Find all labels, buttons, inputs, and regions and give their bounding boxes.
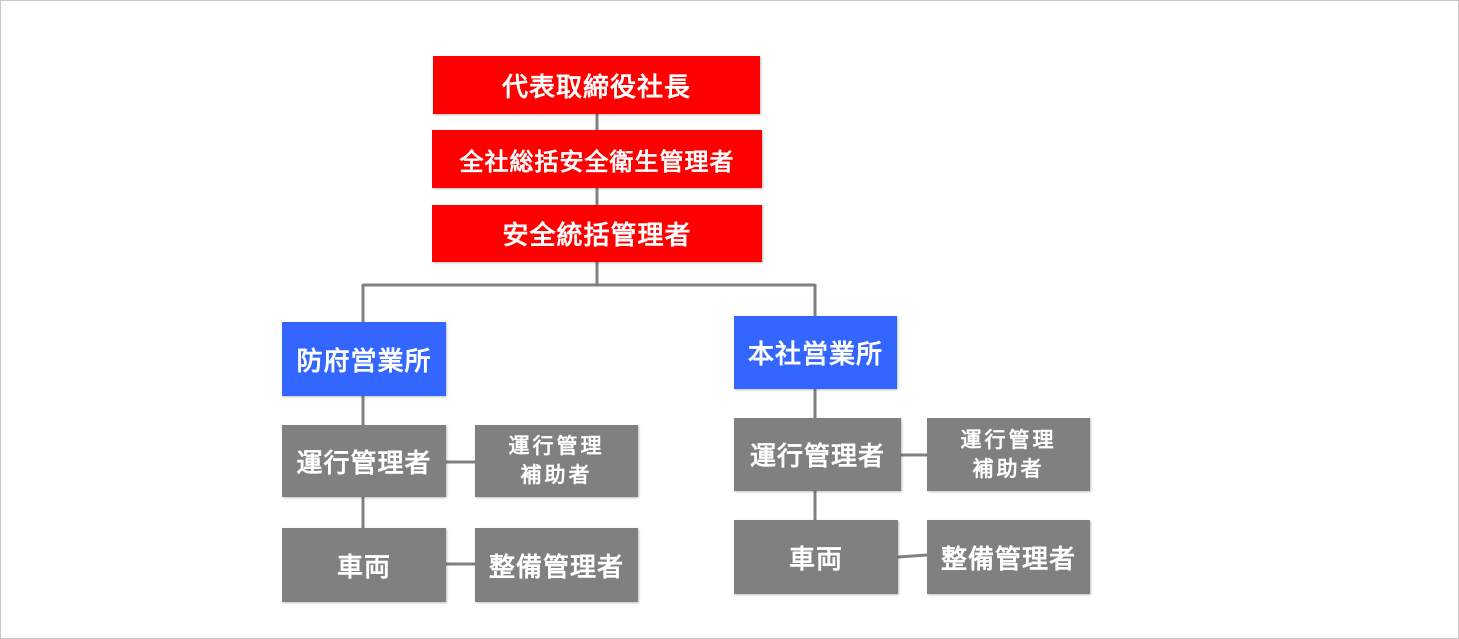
head-operations-manager-label: 運行管理者 [749,442,885,472]
hofu-vehicles-box: 車両 [282,528,446,602]
head-operations-manager-box: 運行管理者 [734,418,901,491]
hofu-operations-assistant-label: 運行管理 補助者 [508,434,605,487]
head-office-box: 本社営業所 [734,316,897,389]
president-label: 代表取締役社長 [501,72,691,103]
hofu-operations-manager-box: 運行管理者 [282,425,446,497]
president-box: 代表取締役社長 [433,56,760,114]
hofu-office-box: 防府営業所 [282,322,446,396]
hofu-office-label: 防府営業所 [296,346,432,377]
connector-head-vehicle-to-maint [897,553,928,559]
head-operations-assistant-box: 運行管理 補助者 [927,418,1090,491]
head-vehicles-label: 車両 [788,544,843,575]
safety-health-manager-label: 全社総括安全衛生管理者 [459,147,735,176]
head-office-label: 本社営業所 [747,340,883,370]
head-maintenance-manager-label: 整備管理者 [940,544,1076,575]
head-vehicles-box: 車両 [734,520,898,594]
head-maintenance-manager-box: 整備管理者 [927,520,1090,594]
hofu-maintenance-manager-box: 整備管理者 [475,528,638,602]
hofu-operations-manager-label: 運行管理者 [296,448,432,479]
hofu-vehicles-label: 車両 [336,552,391,583]
hofu-maintenance-manager-label: 整備管理者 [488,552,624,583]
hofu-operations-assistant-box: 運行管理 補助者 [475,425,638,497]
safety-general-manager-label: 安全統括管理者 [502,221,692,251]
safety-health-manager-box: 全社総括安全衛生管理者 [432,130,762,188]
head-operations-assistant-label: 運行管理 補助者 [960,427,1057,481]
safety-general-manager-box: 安全統括管理者 [432,205,762,262]
